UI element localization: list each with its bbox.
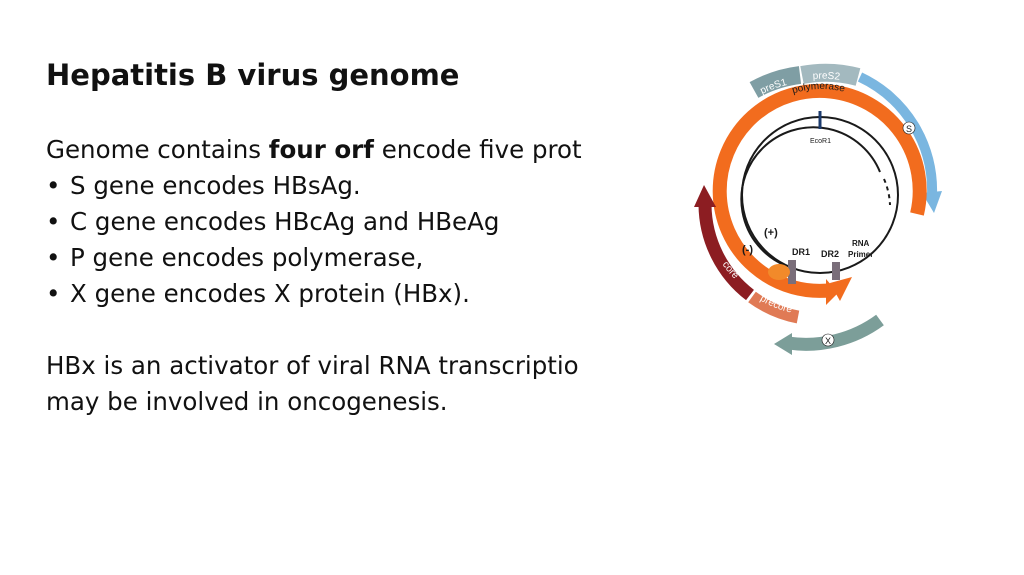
x-label: X (825, 336, 831, 346)
gene-list: • S gene encodes HBsAg. • C gene encodes H… (46, 168, 646, 312)
core-arc (698, 204, 755, 301)
x-label-badge (821, 333, 835, 347)
list-item: • P gene encodes polymerase, (46, 240, 646, 276)
pres2-label: preS2 (812, 71, 841, 83)
list-item-text: S gene encodes HBsAg. (70, 171, 361, 200)
rna-primer-label-line2: Primer (848, 250, 873, 259)
genome-dashed-gap (883, 178, 891, 206)
s-label-badge (902, 121, 916, 135)
bullet-icon: • (46, 207, 61, 236)
bullet-icon: • (46, 279, 61, 308)
list-item: • X gene encodes X protein (HBx). (46, 276, 646, 312)
polymerase-arrowhead-tip (830, 277, 852, 301)
polymerase-label: polymerase (791, 81, 847, 97)
s-arrowhead (922, 191, 942, 213)
minus-strand-label: (-) (742, 244, 753, 256)
core-arrowhead (694, 185, 716, 207)
plus-strand-label: (+) (764, 227, 778, 239)
rna-primer-label-line1: RNA (852, 239, 870, 248)
s-label: S (906, 124, 912, 134)
x-arrowhead (774, 333, 792, 355)
list-item-text: C gene encodes HBcAg and HBeAg (70, 207, 500, 236)
polymerase-arc (712, 83, 927, 298)
list-item: • S gene encodes HBsAg. (46, 168, 646, 204)
slide-title: Hepatitis B virus genome (46, 58, 460, 92)
genome-intro: Genome contains four orf encode five pro… (46, 132, 646, 168)
dr2-label: DR2 (821, 249, 839, 259)
dr1-marker (788, 260, 796, 284)
list-item: • C gene encodes HBcAg and HBeAg (46, 204, 646, 240)
bullet-icon: • (46, 243, 61, 272)
bullet-icon: • (46, 171, 61, 200)
list-item-text: P gene encodes polymerase, (70, 243, 424, 272)
hbx-line-1: HBx is an activator of viral RNA transcr… (46, 351, 579, 380)
intro-bold: four orf (268, 135, 374, 164)
intro-suffix: encode five prot (373, 135, 582, 164)
text-area: Hepatitis B virus genome Genome contains… (46, 52, 646, 452)
precore-arc (748, 291, 800, 324)
hbv-genome-diagram: preS1 preS2 polymerase core precore S X … (680, 55, 950, 360)
intro-prefix: Genome contains (46, 135, 269, 164)
pres1-arc (749, 66, 802, 98)
genome-inner-strand (740, 126, 881, 266)
x-arc (787, 314, 884, 351)
dr2-marker (832, 262, 840, 280)
hbx-line-2: may be involved in oncogenesis. (46, 387, 448, 416)
pres2-arc (800, 63, 861, 86)
rna-primer-blob (768, 264, 790, 280)
ecor1-label: EcoR1 (810, 138, 831, 145)
list-item-text: X gene encodes X protein (HBx). (70, 279, 470, 308)
polymerase-arrowhead (826, 279, 838, 305)
dr1-label: DR1 (792, 247, 810, 257)
